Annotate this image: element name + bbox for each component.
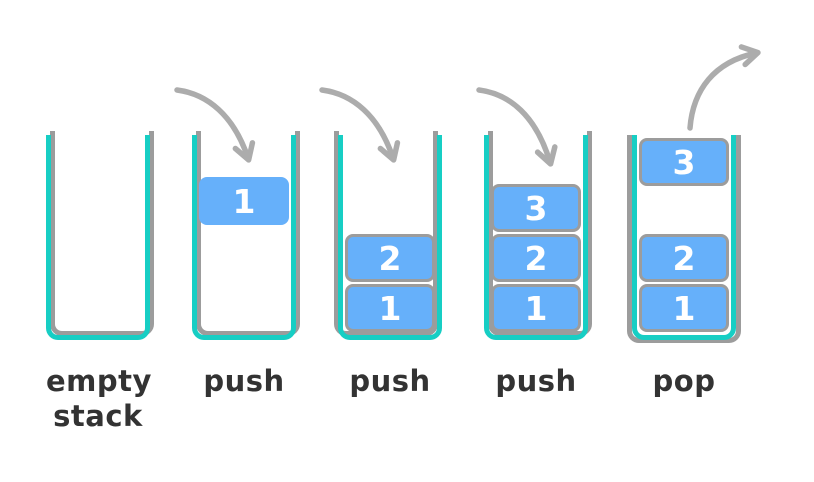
label-line: push — [495, 364, 577, 398]
label-push: push — [192, 364, 296, 399]
push-arrow-icon — [319, 87, 401, 163]
stack-block-popping: 3 — [639, 138, 729, 186]
stack-block: 1 — [345, 284, 435, 332]
stack-block: 2 — [639, 234, 729, 282]
container-shadow-stroke — [488, 131, 592, 336]
stack-block: 2 — [491, 234, 581, 282]
pop-arrow-icon — [687, 44, 761, 131]
container-teal-stroke — [46, 135, 150, 340]
container-shadow-stroke — [196, 131, 300, 336]
stack-container-push-third: 3 2 1 — [484, 131, 592, 340]
label-empty-stack: empty stack — [46, 364, 152, 434]
container-shadow-stroke — [50, 131, 154, 336]
stack-block: 1 — [639, 284, 729, 332]
stack-block: 2 — [345, 234, 435, 282]
label-push: push — [338, 364, 442, 399]
container-teal-stroke — [192, 135, 296, 340]
stack-container-push-second: 2 1 — [334, 131, 442, 340]
label-line: pop — [652, 364, 716, 398]
label-pop: pop — [632, 364, 736, 399]
stack-container-pop: 3 2 1 — [627, 135, 741, 343]
push-arrow-icon — [174, 87, 256, 163]
stack-container-push-first: 1 — [192, 131, 300, 340]
stack-block: 1 — [199, 177, 289, 225]
stack-block: 3 — [491, 184, 581, 232]
container-teal-stroke — [632, 135, 736, 340]
push-arrow-icon — [476, 87, 558, 167]
label-line: empty — [46, 364, 152, 398]
container-shadow-stroke — [627, 135, 741, 343]
label-push: push — [484, 364, 588, 399]
container-teal-stroke — [338, 135, 442, 340]
label-line: push — [203, 364, 285, 398]
label-line: push — [349, 364, 431, 398]
container-teal-stroke — [484, 135, 588, 340]
stack-container-empty — [46, 131, 154, 340]
label-line: stack — [53, 399, 143, 433]
stack-block: 1 — [491, 284, 581, 332]
container-shadow-stroke — [334, 131, 438, 336]
